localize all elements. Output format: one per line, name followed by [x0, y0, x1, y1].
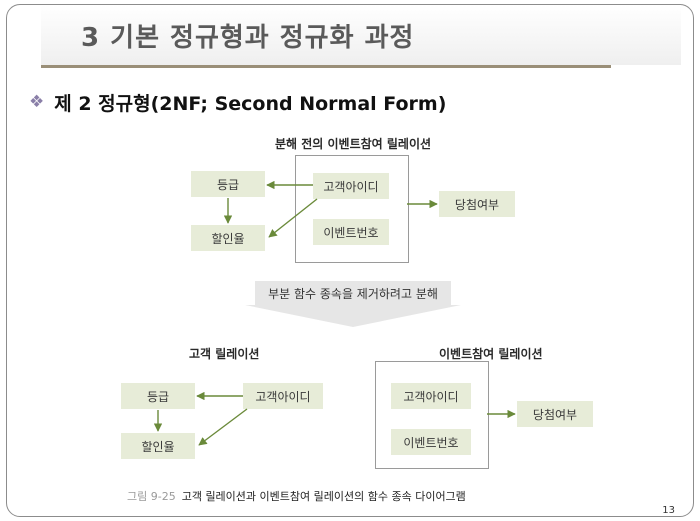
- top-winner-box: 당첨여부: [439, 191, 515, 217]
- right-event-no-box: 이벤트번호: [391, 429, 471, 455]
- decompose-arrow-icon: [245, 305, 461, 327]
- left-discount-box: 할인율: [121, 433, 195, 459]
- figure-number: 그림 9-25: [127, 490, 176, 503]
- event-relation-title: 이벤트참여 릴레이션: [439, 347, 543, 361]
- top-event-no-box: 이벤트번호: [313, 219, 389, 245]
- subtitle-row: ❖ 제 2 정규형(2NF; Second Normal Form): [29, 89, 446, 116]
- figure-caption: 그림 9-25 고객 릴레이션과 이벤트참여 릴레이션의 함수 종속 다이어그램: [127, 488, 466, 504]
- figure-caption-text: 고객 릴레이션과 이벤트참여 릴레이션의 함수 종속 다이어그램: [181, 490, 466, 503]
- arrow-top-cid-discount: [268, 198, 318, 238]
- dependency-arrows: [153, 180, 516, 446]
- top-customer-id-box: 고객아이디: [313, 173, 389, 199]
- customer-relation-title: 고객 릴레이션: [189, 347, 260, 361]
- top-grade-box: 등급: [191, 171, 265, 197]
- arrow-left-cid-discount: [198, 408, 248, 446]
- decompose-banner: 부분 함수 종속을 제거하려고 분해: [255, 281, 451, 305]
- slide: 3 기본 정규형과 정규화 과정 ❖ 제 2 정규형(2NF; Second N…: [6, 4, 694, 517]
- left-grade-box: 등급: [121, 383, 195, 409]
- right-winner-box: 당첨여부: [517, 401, 593, 427]
- slide-title: 3 기본 정규형과 정규화 과정: [81, 23, 415, 53]
- right-customer-id-box: 고객아이디: [391, 383, 471, 409]
- slide-subtitle: 제 2 정규형(2NF; Second Normal Form): [54, 93, 447, 115]
- top-relation-title: 분해 전의 이벤트참여 릴레이션: [275, 137, 432, 151]
- page-number: 13: [662, 505, 675, 516]
- title-bar: [41, 5, 681, 65]
- left-customer-id-box: 고객아이디: [243, 383, 323, 409]
- diamond-bullet-icon: ❖: [29, 92, 45, 112]
- top-discount-box: 할인율: [191, 225, 265, 251]
- title-underline: [41, 65, 611, 68]
